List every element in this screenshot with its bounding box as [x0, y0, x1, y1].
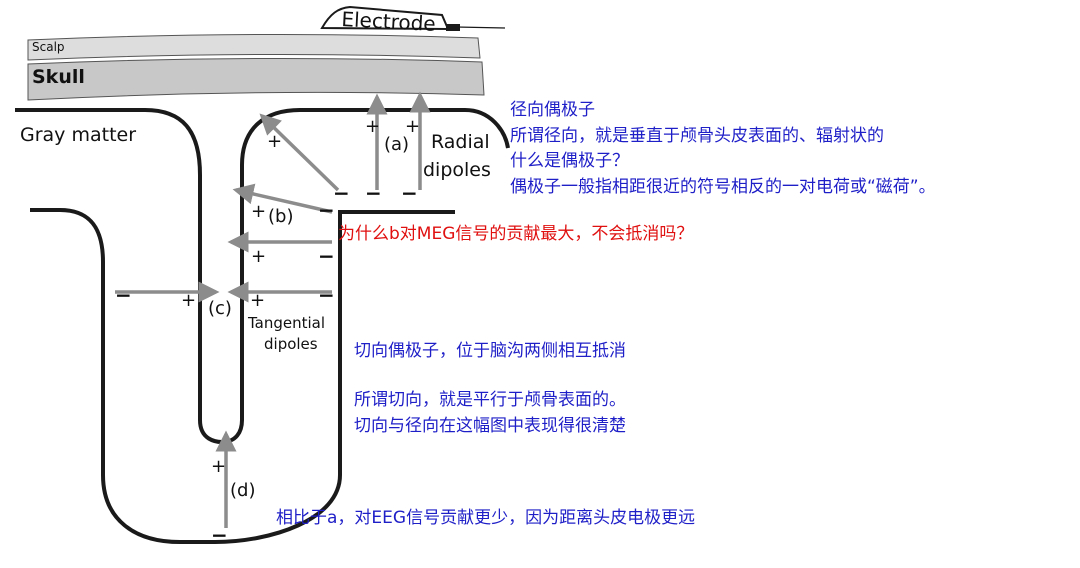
electrode-wire: [455, 26, 506, 29]
note-dipole-question: 什么是偶极子？: [510, 151, 629, 171]
scalp-label: Scalp: [32, 40, 65, 54]
plus-sign: +: [251, 246, 267, 267]
minus-sign: −: [211, 523, 228, 547]
dipole-a-label: (a): [384, 134, 410, 155]
dipole-d-label: (d): [230, 480, 256, 501]
plus-sign: +: [211, 456, 227, 477]
scalp-layer: [27, 33, 481, 61]
note-compare-a: 相比于a，对EEG信号贡献更少，因为距离头皮电极更远: [276, 508, 696, 528]
minus-sign: −: [115, 283, 132, 307]
note-contrast: 切向与径向在这幅图中表现得很清楚: [354, 416, 626, 436]
tangential-dipoles-label-1: Tangential: [248, 314, 326, 332]
plus-sign: +: [267, 131, 283, 152]
dipole-b-label: (b): [268, 206, 294, 227]
note-meg-question: 为什么b对MEG信号的贡献最大，不会抵消吗？: [338, 224, 694, 244]
note-tangential-definition: 所谓切向，就是平行于颅骨表面的。: [354, 390, 626, 410]
dipole-b-arrow-1: [232, 183, 333, 214]
plus-sign: +: [250, 290, 266, 311]
plus-sign: +: [251, 201, 267, 222]
electrode-shape: [320, 5, 450, 31]
radial-dipoles-label-1: Radial: [431, 131, 490, 153]
gray-matter-surface: [15, 108, 510, 445]
minus-sign: −: [333, 181, 350, 205]
plus-sign: +: [405, 116, 421, 137]
plus-sign: +: [365, 116, 381, 137]
tangential-dipoles-label-2: dipoles: [264, 335, 318, 353]
note-radial-title: 径向偶极子: [510, 100, 595, 120]
note-radial-definition: 所谓径向，就是垂直于颅骨头皮表面的、辐射状的: [510, 126, 884, 146]
minus-sign: −: [318, 198, 335, 222]
note-dipole-definition: 偶极子一般指相距很近的符号相反的一对电荷或“磁荷”。: [510, 177, 936, 197]
minus-sign: −: [318, 244, 335, 268]
dipole-c-label: (c): [208, 298, 232, 319]
white-matter-boundary: [30, 208, 455, 544]
minus-sign: −: [318, 283, 335, 307]
skull-label: Skull: [32, 66, 85, 88]
dipole-oblique-arrow: [259, 113, 340, 192]
minus-sign: −: [365, 181, 382, 205]
skull-layer: [27, 57, 485, 101]
electrode-connector: [446, 24, 460, 31]
electrode-label: Electrode: [340, 7, 437, 36]
gray-matter-label: Gray matter: [20, 124, 137, 146]
minus-sign: −: [401, 181, 418, 205]
note-tangential-title: 切向偶极子，位于脑沟两侧相互抵消: [354, 341, 626, 361]
radial-dipoles-label-2: dipoles: [423, 159, 491, 181]
plus-sign: +: [181, 290, 197, 311]
